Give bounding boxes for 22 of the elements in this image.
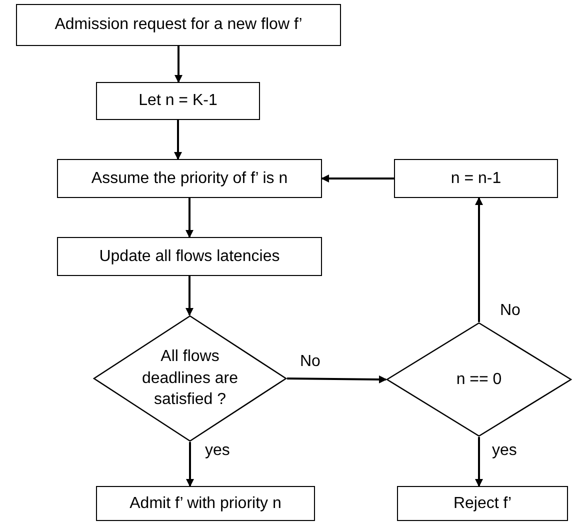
arrow (186, 442, 194, 487)
process-box: Reject f’ (397, 486, 568, 521)
arrow (186, 198, 194, 238)
arrow (174, 46, 182, 83)
decision-diamond (386, 322, 572, 437)
arrow (475, 197, 483, 322)
process-box: Admission request for a new flow f’ (16, 4, 341, 46)
arrow (475, 437, 483, 487)
process-box: Assume the priority of f’ is n (57, 159, 322, 198)
process-box: Let n = K-1 (96, 82, 260, 120)
arrow (286, 375, 387, 384)
process-box: n = n-1 (394, 159, 558, 198)
arrow (321, 174, 394, 182)
arrow (174, 120, 182, 160)
decision-text: n == 0 (455, 370, 503, 390)
process-box: Update all flows latencies (57, 237, 322, 276)
edge-label: yes (490, 443, 519, 459)
decision-diamond (93, 315, 287, 442)
decision-text: All flows deadlines are satisfied ? (140, 347, 240, 410)
arrow (186, 276, 194, 316)
edge-label: yes (203, 443, 232, 459)
process-box: Admit f’ with priority n (96, 486, 315, 521)
